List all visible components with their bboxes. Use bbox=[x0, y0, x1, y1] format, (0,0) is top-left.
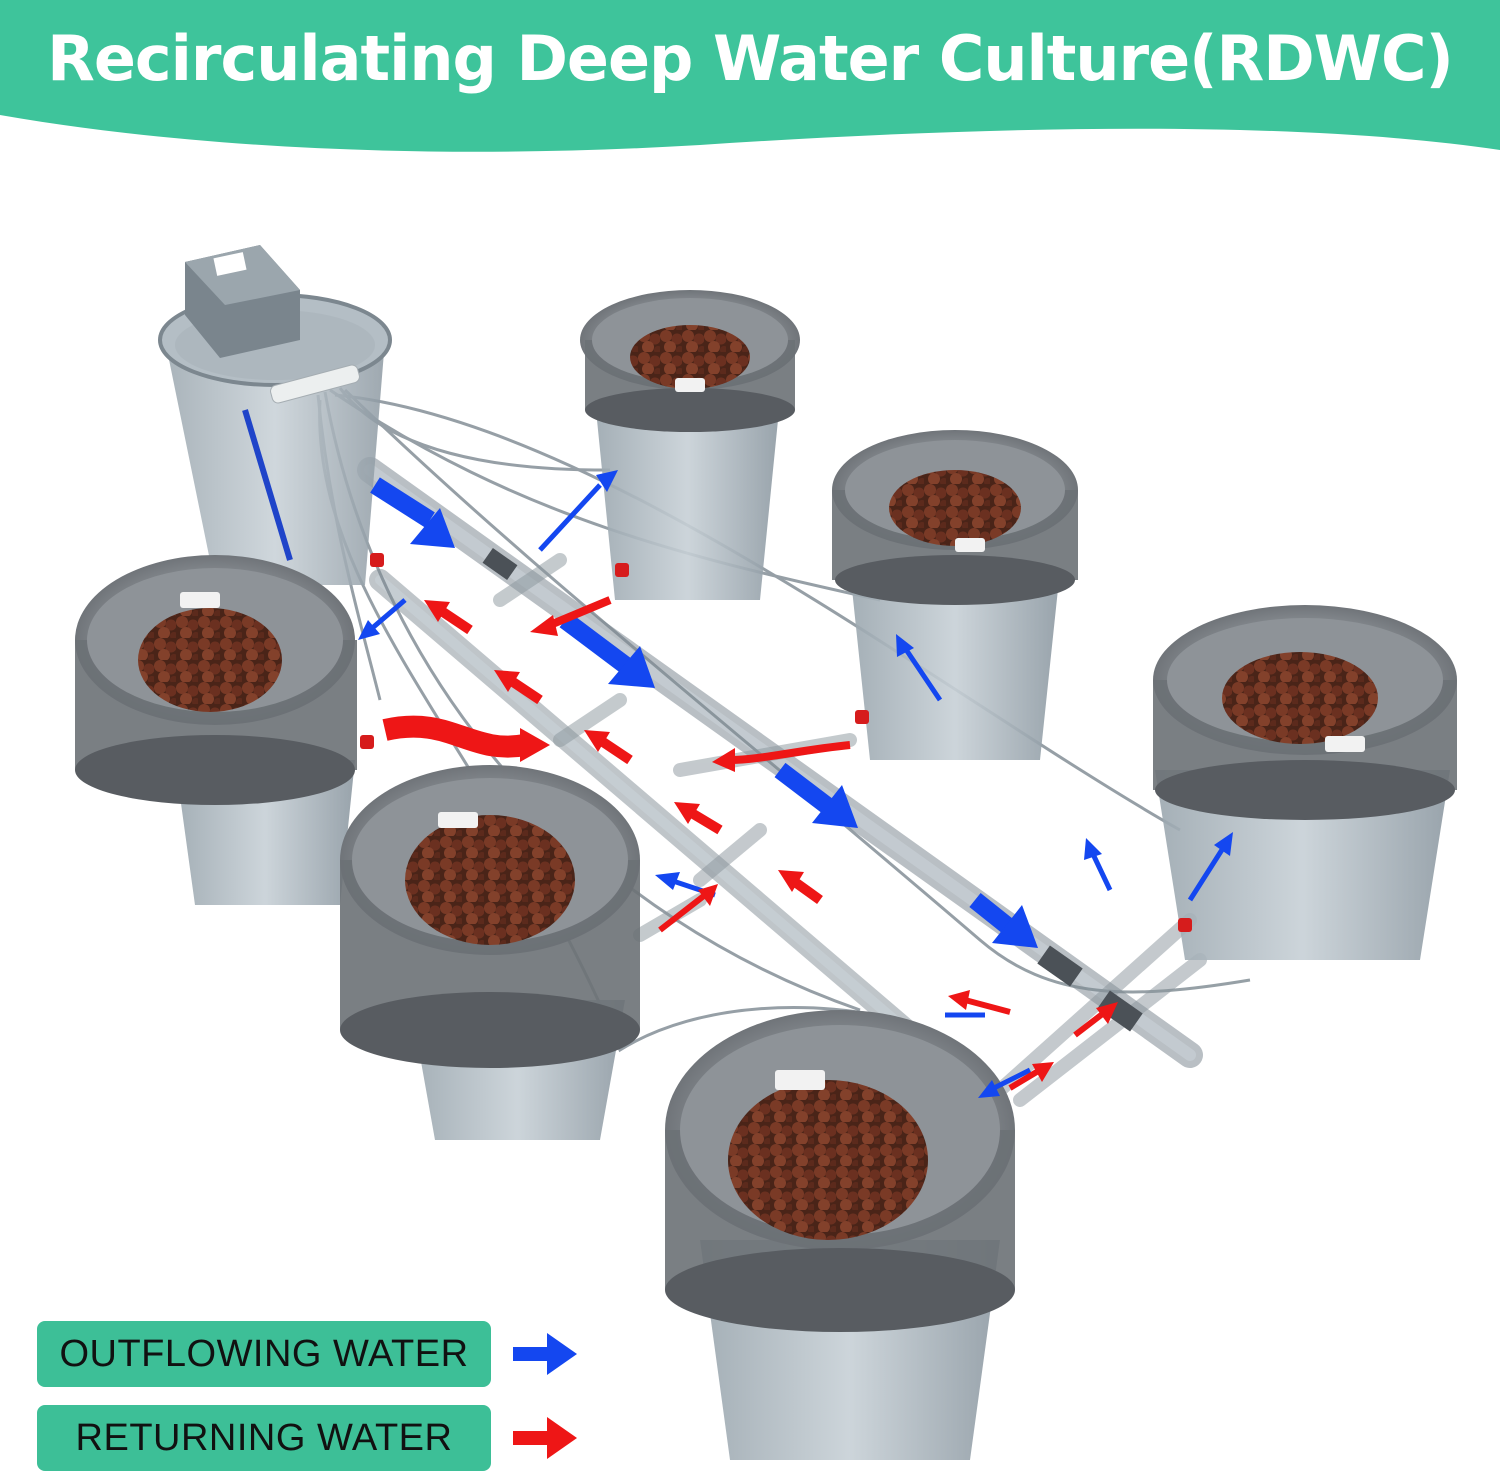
outflow-arrows bbox=[358, 470, 1233, 1098]
air-manifold bbox=[270, 364, 360, 404]
bucket-bottom-center bbox=[665, 1010, 1015, 1460]
bucket-top-center bbox=[580, 290, 800, 600]
header-banner bbox=[0, 0, 1500, 152]
clay-pebbles-icon bbox=[630, 325, 750, 389]
page-title: Recirculating Deep Water Culture(RDWC) bbox=[47, 22, 1454, 95]
bucket-mid-right bbox=[832, 430, 1078, 760]
return-arrows bbox=[382, 596, 1118, 1091]
legend-returning-label: RETURNING WATER bbox=[37, 1405, 491, 1471]
reservoir-bucket bbox=[158, 245, 392, 585]
legend-outflowing-label: OUTFLOWING WATER bbox=[37, 1321, 491, 1387]
bucket-bottom-left bbox=[340, 765, 640, 1140]
outflow-arrow-icon bbox=[513, 1333, 577, 1375]
bucket-left bbox=[75, 555, 357, 905]
air-pump-icon bbox=[185, 245, 300, 358]
coupling-fittings bbox=[482, 548, 1143, 1032]
bucket-right bbox=[1153, 605, 1457, 960]
return-arrow-icon bbox=[513, 1417, 577, 1459]
valve-icon bbox=[360, 553, 1192, 932]
